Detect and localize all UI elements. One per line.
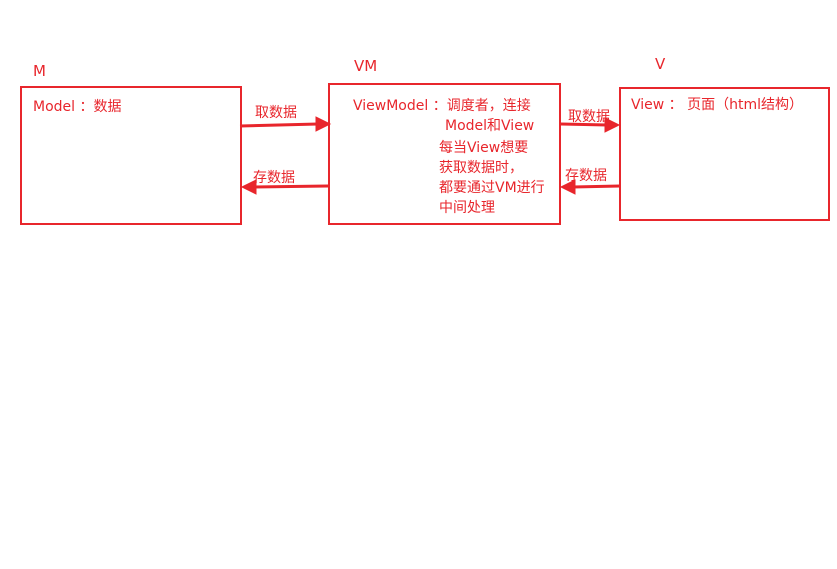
viewmodel-note-line: 每当View想要 (439, 140, 529, 156)
arrowhead-vm-to-v (604, 117, 621, 133)
viewmodel-title: VM (354, 57, 378, 75)
viewmodel-label: ViewModel ：调度者，连接 (353, 98, 531, 114)
arrow-m-to-vm (239, 122, 319, 128)
arrow-vm-to-v (560, 122, 608, 127)
arrow-vm-to-m (253, 184, 329, 189)
model-label: Model ：数据 (33, 99, 122, 115)
viewmodel-note-line: 获取数据时， (439, 160, 523, 176)
arrowhead-m-to-vm (315, 116, 332, 132)
arrowhead-v-to-vm (559, 179, 576, 195)
view-box (619, 87, 830, 221)
viewmodel-box (328, 83, 561, 225)
model-title: M (33, 62, 46, 80)
viewmodel-note: 每当View想要 获取数据时， 都要通过VM进行 中间处理 (439, 138, 545, 218)
viewmodel-note-line: 都要通过VM进行 (439, 180, 545, 196)
view-title: V (655, 55, 666, 73)
vm-m-store-label: 存数据 (253, 170, 295, 186)
m-vm-fetch-label: 取数据 (255, 105, 297, 121)
arrow-v-to-vm (572, 184, 621, 189)
vm-v-fetch-label: 取数据 (568, 109, 610, 125)
viewmodel-note-line: 中间处理 (439, 200, 495, 216)
arrowhead-vm-to-m (240, 179, 257, 195)
model-box (20, 86, 242, 225)
viewmodel-label-2: Model和View (445, 118, 535, 134)
view-label: View ： 页面（html结构） (631, 97, 804, 113)
